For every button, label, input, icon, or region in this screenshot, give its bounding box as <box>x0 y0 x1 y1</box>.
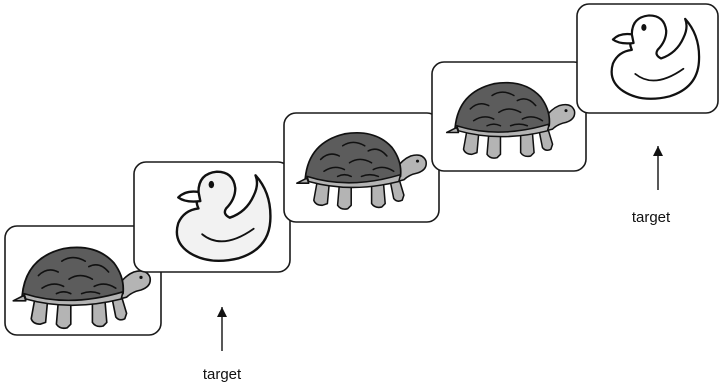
sequence-card-2 <box>133 161 291 273</box>
sequence-card-1 <box>4 225 162 336</box>
target-label: target <box>632 209 671 226</box>
sequence-card-3 <box>283 112 440 223</box>
target-label: target <box>203 366 242 383</box>
target-marker-first: target <box>203 306 242 383</box>
arrow-up-icon <box>652 145 664 191</box>
sequence-card-5 <box>576 3 719 114</box>
target-marker-second: target <box>632 145 671 226</box>
arrow-up-icon <box>216 306 228 352</box>
sequence-card-4 <box>431 61 587 172</box>
